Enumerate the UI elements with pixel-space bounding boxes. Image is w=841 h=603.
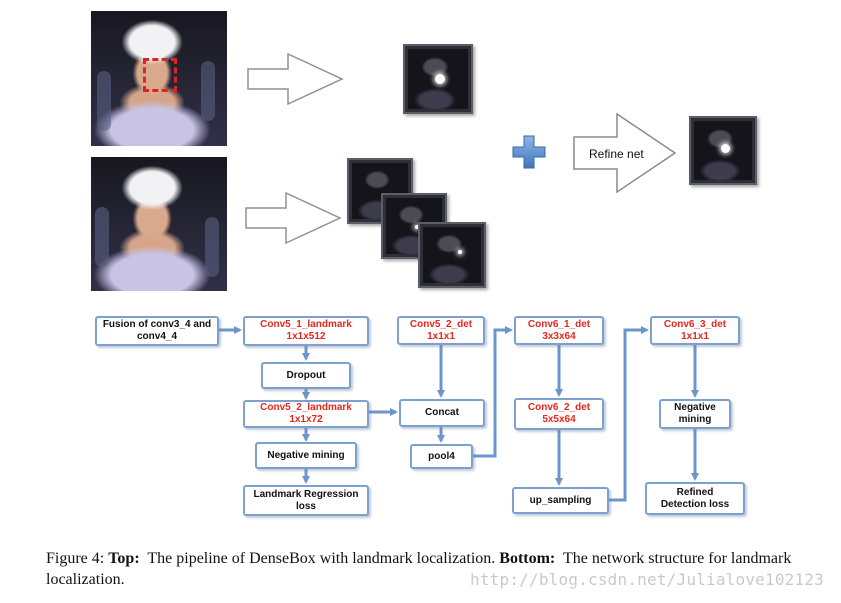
input-photo [91, 157, 227, 291]
up-sampling-label: up_sampling [529, 494, 592, 506]
conv5-1-landmark-box: Conv5_1_landmark 1x1x512 [243, 316, 369, 346]
figure-caption: Figure 4: Top: The pipeline of DenseBox … [46, 548, 806, 590]
negative-mining-left-label: Negative mining [267, 449, 345, 461]
dropout-label: Dropout [286, 369, 326, 381]
refined-heatmap [689, 116, 757, 185]
background-figure [95, 207, 109, 267]
conv6-1-det-box: Conv6_1_det 3x3x64 [514, 316, 604, 345]
conv6-1-det-name: Conv6_1_det [527, 318, 591, 330]
refined-loss-line1: Refined [676, 486, 714, 498]
conv5-2-landmark-dim: 1x1x72 [289, 414, 323, 425]
conv5-1-landmark-name: Conv5_1_landmark [260, 319, 352, 330]
conv6-3-det-name: Conv6_3_det [663, 318, 727, 330]
pool4-label: pool4 [428, 450, 455, 462]
dropout-box: Dropout [261, 362, 351, 389]
conv6-1-det-dim: 3x3x64 [542, 330, 576, 342]
caption-top-text: The pipeline of DenseBox with landmark l… [139, 550, 500, 567]
concat-box: Concat [399, 399, 485, 427]
conv6-3-det-dim: 1x1x1 [681, 330, 709, 342]
heatmap-peak [435, 74, 445, 84]
fusion-label: Fusion of conv3_4 and conv4_4 [102, 319, 212, 342]
input-photo-face-box [91, 11, 227, 146]
photo-content [91, 157, 227, 291]
landmark-heatmap [418, 222, 486, 288]
refine-net-arrow-icon [573, 112, 677, 194]
up-sampling-box: up_sampling [512, 487, 609, 514]
negative-mining-left-box: Negative mining [255, 442, 357, 469]
conv5-2-det-dim: 1x1x1 [427, 330, 455, 342]
landmark-heatmap [347, 158, 413, 224]
conv6-2-det-name: Conv6_2_det [527, 402, 591, 413]
heatmap-peak [415, 225, 419, 229]
detection-heatmap [403, 44, 473, 114]
negative-mining-right-box: Negative mining [659, 399, 731, 429]
caption-bottom-text: The network structure for landmark local… [46, 550, 796, 588]
concat-label: Concat [425, 407, 459, 418]
conv5-2-landmark-box: Conv5_2_landmark 1x1x72 [243, 400, 369, 428]
conv5-2-det-name: Conv5_2_det [409, 318, 473, 330]
negative-mining-right-line1: Negative [674, 402, 716, 413]
fusion-box: Fusion of conv3_4 and conv4_4 [95, 316, 219, 346]
conv6-2-det-dim: 5x5x64 [542, 414, 576, 425]
negative-mining-right-line2: mining [678, 414, 712, 425]
hollow-arrow-icon [245, 191, 342, 245]
connector-arrow [473, 326, 513, 458]
connector-arrow [609, 326, 649, 502]
refined-loss-line2: Detection loss [660, 498, 730, 510]
watermark-url: http://blog.csdn.net/Julialove102123 [470, 570, 824, 589]
conv6-3-det-box: Conv6_3_det 1x1x1 [650, 316, 740, 345]
landmark-loss-line2: loss [295, 500, 316, 512]
heatmap-peak [721, 144, 730, 153]
conv5-2-landmark-name: Conv5_2_landmark [260, 402, 352, 413]
caption-bottom-label: Bottom: [499, 550, 556, 567]
conv5-2-det-box: Conv5_2_det 1x1x1 [397, 316, 485, 345]
landmark-loss-box: Landmark Regression loss [243, 485, 369, 516]
conv5-1-landmark-dim: 1x1x512 [286, 331, 326, 342]
heatmap-peak [458, 250, 462, 254]
pool4-box: pool4 [410, 444, 473, 469]
plus-icon [512, 135, 546, 169]
hollow-arrow-icon [247, 52, 344, 106]
refine-net-label: Refine net [589, 147, 644, 161]
background-figure [205, 217, 219, 277]
caption-prefix: Figure 4: [46, 550, 109, 567]
caption-top-label: Top: [108, 550, 140, 567]
face-bounding-box [143, 58, 177, 92]
refined-loss-box: Refined Detection loss [645, 482, 745, 515]
landmark-loss-line1: Landmark Regression [253, 488, 359, 500]
background-figure [201, 61, 215, 121]
conv6-2-det-box: Conv6_2_det 5x5x64 [514, 398, 604, 430]
background-figure [97, 71, 111, 131]
